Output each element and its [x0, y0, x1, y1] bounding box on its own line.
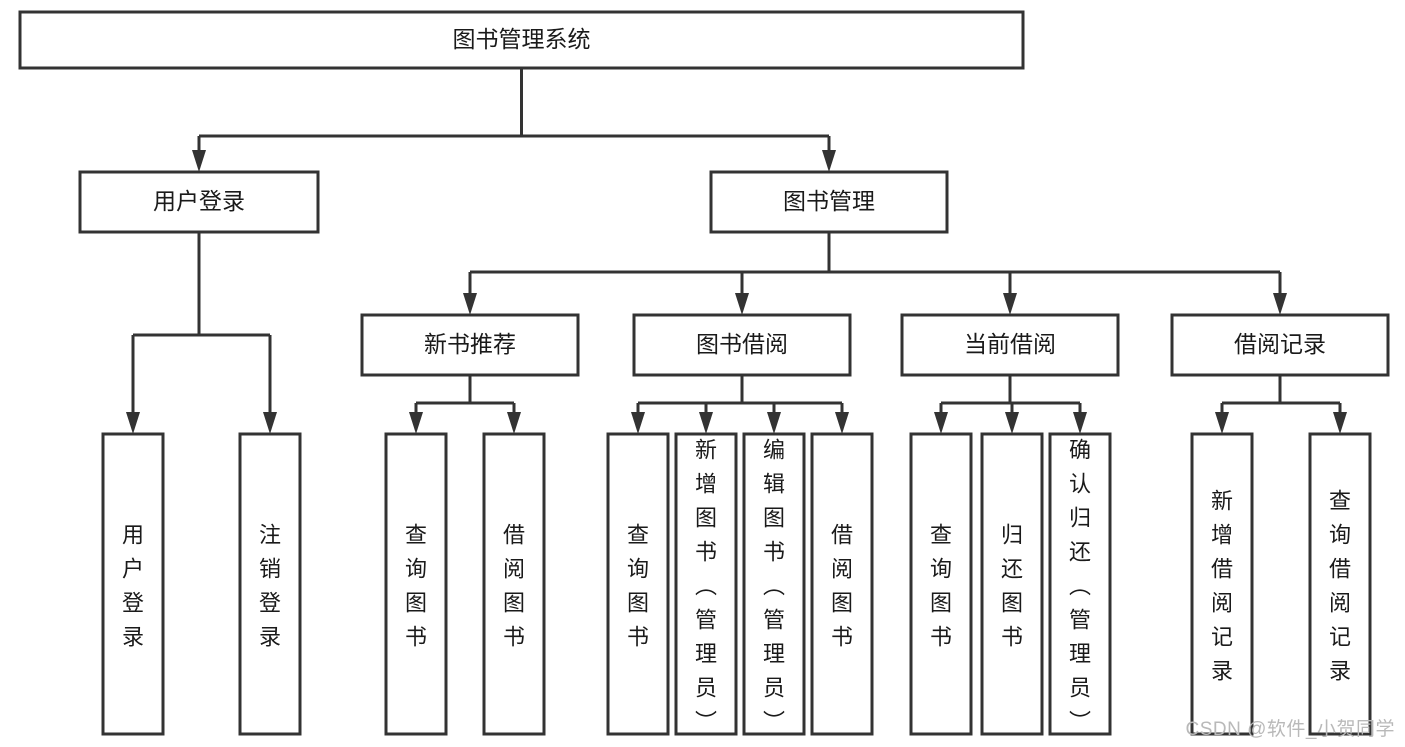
node-label: 借阅图书	[503, 523, 525, 650]
node-label: 新增借阅记录	[1211, 489, 1233, 684]
node-label: 借阅图书	[831, 523, 853, 650]
node-leaf_c2[interactable]: 编辑图书︵管理员︶	[742, 432, 806, 736]
node-label: 编辑图书︵管理员︶	[763, 438, 785, 735]
node-box[interactable]	[1190, 432, 1254, 736]
node-l2_0[interactable]: 用户登录	[78, 170, 320, 234]
node-label: 查询借阅记录	[1329, 489, 1351, 684]
node-leaf_c0[interactable]: 查询图书	[606, 432, 670, 736]
node-l3_1[interactable]: 图书借阅	[632, 313, 852, 377]
node-leaf_e0[interactable]: 新增借阅记录	[1190, 432, 1254, 736]
node-leaf_b0[interactable]: 查询图书	[384, 432, 448, 736]
node-label: 图书借阅	[696, 331, 788, 357]
connector-group	[409, 375, 521, 434]
node-l3_2[interactable]: 当前借阅	[900, 313, 1120, 377]
connector-group	[192, 68, 836, 172]
node-box[interactable]	[384, 432, 448, 736]
node-box[interactable]	[101, 432, 165, 736]
node-box[interactable]	[909, 432, 973, 736]
connector-group	[463, 232, 1287, 315]
node-label: 注销登录	[259, 523, 281, 650]
connector-group	[126, 232, 277, 434]
node-l2_1[interactable]: 图书管理	[709, 170, 949, 234]
node-root[interactable]: 图书管理系统	[18, 10, 1025, 70]
node-leaf_c3[interactable]: 借阅图书	[810, 432, 874, 736]
node-leaf_b1[interactable]: 借阅图书	[482, 432, 546, 736]
node-leaf_c1[interactable]: 新增图书︵管理员︶	[674, 432, 738, 736]
node-box[interactable]	[709, 170, 949, 234]
node-box[interactable]	[900, 313, 1120, 377]
node-leaf_d2[interactable]: 确认归还︵管理员︶	[1048, 432, 1112, 736]
node-label: 归还图书	[1001, 523, 1023, 650]
node-box[interactable]	[980, 432, 1044, 736]
node-label: 当前借阅	[964, 331, 1056, 357]
node-box[interactable]	[78, 170, 320, 234]
node-label: 新增图书︵管理员︶	[695, 438, 717, 735]
node-box[interactable]	[742, 432, 806, 736]
node-box[interactable]	[1048, 432, 1112, 736]
connector-group	[1215, 375, 1347, 434]
node-label: 借阅记录	[1234, 331, 1326, 357]
node-layer: 图书管理系统用户登录图书管理新书推荐图书借阅当前借阅借阅记录用户登录注销登录查询…	[18, 10, 1390, 736]
node-leaf_e1[interactable]: 查询借阅记录	[1308, 432, 1372, 736]
node-label: 查询图书	[627, 523, 649, 650]
node-label: 用户登录	[153, 188, 245, 214]
node-leaf_a0[interactable]: 用户登录	[101, 432, 165, 736]
node-label: 图书管理	[783, 188, 875, 214]
node-label: 新书推荐	[424, 331, 516, 357]
node-label: 图书管理系统	[453, 26, 591, 52]
node-box[interactable]	[1308, 432, 1372, 736]
node-box[interactable]	[18, 10, 1025, 70]
node-l3_3[interactable]: 借阅记录	[1170, 313, 1390, 377]
node-label: 查询图书	[930, 523, 952, 650]
node-box[interactable]	[632, 313, 852, 377]
node-l3_0[interactable]: 新书推荐	[360, 313, 580, 377]
connector-group	[934, 375, 1087, 434]
node-label: 查询图书	[405, 523, 427, 650]
node-box[interactable]	[606, 432, 670, 736]
node-leaf_d1[interactable]: 归还图书	[980, 432, 1044, 736]
node-box[interactable]	[360, 313, 580, 377]
node-label: 用户登录	[122, 523, 144, 650]
node-box[interactable]	[674, 432, 738, 736]
node-leaf_a1[interactable]: 注销登录	[238, 432, 302, 736]
node-box[interactable]	[810, 432, 874, 736]
connector-layer	[126, 68, 1347, 434]
node-box[interactable]	[1170, 313, 1390, 377]
connector-group	[631, 375, 849, 434]
node-leaf_d0[interactable]: 查询图书	[909, 432, 973, 736]
node-label: 确认归还︵管理员︶	[1069, 438, 1091, 735]
node-box[interactable]	[238, 432, 302, 736]
node-box[interactable]	[482, 432, 546, 736]
